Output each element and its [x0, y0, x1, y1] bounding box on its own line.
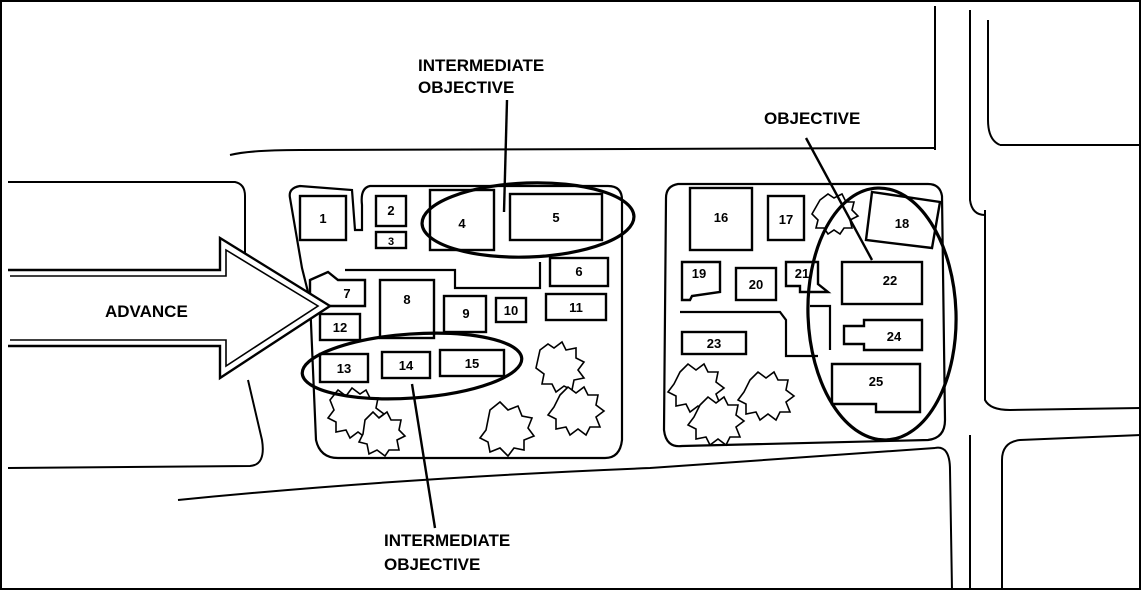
road-vertical-2: [987, 20, 1001, 146]
road-south-right: [934, 446, 953, 590]
building-11: [544, 292, 608, 322]
building-16: [688, 186, 754, 252]
east-block-outline: [662, 182, 947, 448]
building-9: [442, 294, 488, 334]
city-blocks: [288, 182, 947, 460]
building-19-label: 19: [692, 266, 706, 281]
east-courtyard-wall: [680, 310, 818, 358]
building-4-label: 4: [458, 216, 466, 231]
building-21-label: 21: [795, 266, 809, 281]
building-7-label: 7: [343, 286, 350, 301]
intermediate-objective-oval-top: [420, 181, 636, 259]
west-buildings: 1 2 3 4 5 6 7 8 9 10 11 12 13 14 15: [298, 188, 610, 384]
tree-cluster-5: [546, 385, 606, 437]
building-6: [548, 256, 610, 288]
building-22: [840, 260, 924, 306]
building-14: [380, 350, 432, 380]
road-east-upper: [969, 10, 986, 216]
building-22-label: 22: [883, 273, 897, 288]
building-25-label: 25: [869, 374, 883, 389]
building-18-label: 18: [895, 216, 909, 231]
building-23-label: 23: [707, 336, 721, 351]
building-24-label: 24: [887, 329, 902, 344]
road-southeast: [1001, 434, 1141, 590]
building-8-label: 8: [403, 292, 410, 307]
tree-cluster-2: [357, 410, 407, 458]
building-3-label: 3: [388, 236, 394, 248]
intermediate-top-line-2: OBJECTIVE: [418, 78, 514, 97]
east-buildings: 16 17 18 19 20 21 22 23 24 25: [680, 186, 942, 414]
building-1: [298, 194, 348, 242]
building-13: [318, 352, 370, 384]
building-19: [680, 260, 722, 302]
intermediate-bottom-line-1: INTERMEDIATE: [384, 531, 510, 550]
advance-arrow: [8, 235, 333, 381]
west-block-outline: [288, 184, 624, 460]
leader-objective: [804, 137, 874, 261]
building-12-label: 12: [333, 320, 347, 335]
building-11-label: 11: [569, 300, 583, 315]
building-12: [318, 312, 362, 342]
building-18: [864, 190, 942, 250]
building-5: [508, 192, 604, 242]
building-10-label: 10: [504, 303, 518, 318]
tree-cluster-3: [478, 400, 536, 458]
building-17: [766, 194, 806, 242]
road-west-lower: [7, 379, 264, 469]
building-14-label: 14: [399, 358, 414, 373]
tree-cluster-7: [686, 395, 746, 447]
building-8: [378, 278, 436, 340]
road-north-edge: [229, 147, 936, 156]
tree-cluster-4: [535, 340, 586, 394]
tree-cluster-8: [736, 370, 796, 422]
building-15: [438, 348, 506, 378]
advance-label: ADVANCE: [105, 302, 188, 321]
trees: [326, 192, 860, 458]
building-15-label: 15: [465, 356, 479, 371]
objective-label: OBJECTIVE: [764, 109, 860, 128]
building-17-label: 17: [779, 212, 793, 227]
building-13-label: 13: [337, 361, 351, 376]
building-20: [734, 266, 778, 302]
leader-intermediate-top: [502, 99, 509, 213]
roads: [7, 6, 1141, 590]
intermediate-bottom-line-2: OBJECTIVE: [384, 555, 480, 574]
building-23: [680, 330, 748, 356]
road-west-upper: [8, 181, 246, 262]
building-21: [784, 260, 832, 294]
road-south-edge: [177, 447, 936, 501]
building-3: [374, 230, 408, 250]
east-courtyard-wall-2: [810, 304, 832, 350]
west-courtyard-wall: [345, 262, 542, 290]
building-16-label: 16: [714, 210, 728, 225]
building-24: [842, 318, 924, 352]
building-1-label: 1: [319, 211, 326, 226]
building-9-label: 9: [462, 306, 469, 321]
intermediate-top-line-1: INTERMEDIATE: [418, 56, 544, 75]
building-2: [374, 194, 408, 228]
building-5-label: 5: [552, 210, 559, 225]
building-10: [494, 296, 528, 324]
building-20-label: 20: [749, 277, 763, 292]
advance-arrow-inner: [10, 248, 320, 368]
building-6-label: 6: [575, 264, 582, 279]
objective-oval: [806, 186, 958, 442]
road-east-lower: [984, 210, 1141, 412]
building-2-label: 2: [387, 203, 394, 218]
leader-intermediate-bottom: [410, 383, 437, 529]
